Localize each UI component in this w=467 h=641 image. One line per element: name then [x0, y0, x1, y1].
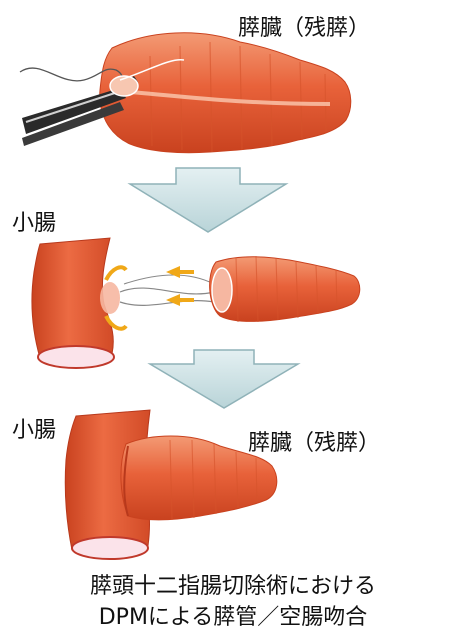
down-arrow-icon — [150, 350, 298, 408]
intestine-lumen — [38, 346, 114, 368]
label-pancreas-top: 膵臓（残膵） — [238, 16, 370, 41]
pancreas-remnant-top — [100, 33, 351, 153]
label-intestine-mid: 小腸 — [12, 211, 56, 236]
anastomosis-arc-upper — [106, 267, 126, 280]
down-arrow-icon — [130, 168, 286, 232]
label-intestine-bottom: 小腸 — [12, 418, 56, 443]
caption-line-1: 膵頭十二指腸切除術における — [90, 574, 376, 599]
intestine-lumen — [72, 537, 148, 559]
suture-threads-mid — [120, 275, 214, 305]
small-intestine-mid — [32, 238, 126, 368]
caption-line-2: DPMによる膵管／空腸吻合 — [99, 605, 368, 630]
pancreas-remnant-mid — [210, 256, 360, 322]
label-pancreas-bottom: 膵臓（残膵） — [248, 431, 380, 456]
left-arrow-icon — [166, 266, 194, 306]
